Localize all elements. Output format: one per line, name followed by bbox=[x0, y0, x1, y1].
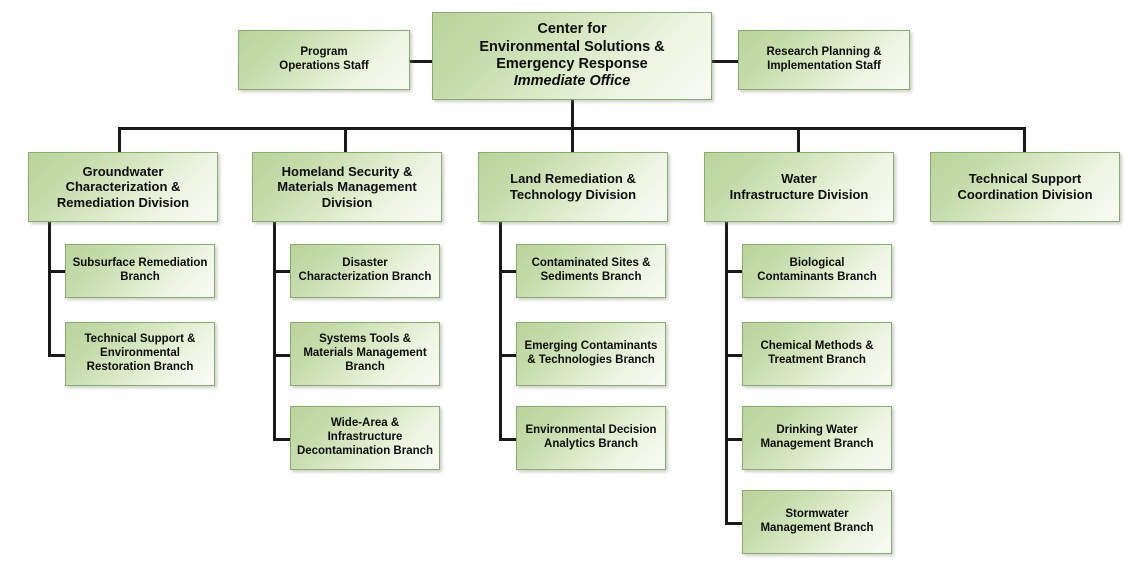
node-research-planning-implementation-staff[interactable]: Research Planning &Implementation Staff bbox=[738, 30, 910, 90]
connector-division-stem-4 bbox=[797, 127, 800, 153]
connector-division-stem-2 bbox=[344, 127, 347, 153]
node-label: Land Remediation &Technology Division bbox=[509, 171, 637, 202]
connector-rail-division-4 bbox=[725, 222, 728, 525]
root-subtitle: Immediate Office bbox=[513, 73, 631, 90]
node-branch-contaminated-sites-sediments[interactable]: Contaminated Sites &Sediments Branch bbox=[516, 244, 666, 298]
node-label: Chemical Methods &Treatment Branch bbox=[760, 340, 874, 366]
connector-stub-1-1 bbox=[48, 270, 66, 273]
node-branch-chemical-methods-treatment[interactable]: Chemical Methods &Treatment Branch bbox=[742, 322, 892, 386]
connector-division-stem-5 bbox=[1023, 127, 1026, 153]
root-title-line-1: Center for bbox=[537, 21, 607, 38]
node-division-land-remediation-technology[interactable]: Land Remediation &Technology Division bbox=[478, 152, 668, 222]
node-branch-emerging-contaminants-technologies[interactable]: Emerging Contaminants& Technologies Bran… bbox=[516, 322, 666, 386]
connector-stub-4-2 bbox=[725, 354, 743, 357]
connector-stub-1-2 bbox=[48, 354, 66, 357]
connector-stub-4-3 bbox=[725, 438, 743, 441]
connector-stub-2-2 bbox=[273, 354, 291, 357]
connector-stub-2-1 bbox=[273, 270, 291, 273]
node-center-immediate-office[interactable]: Center for Environmental Solutions & Eme… bbox=[432, 12, 712, 100]
connector-division-stem-3 bbox=[571, 127, 574, 153]
node-label: Contaminated Sites &Sediments Branch bbox=[531, 257, 651, 283]
connector-rail-division-1 bbox=[48, 222, 51, 357]
node-label: Center for Environmental Solutions & Eme… bbox=[433, 21, 711, 91]
connector-stub-2-3 bbox=[273, 438, 291, 441]
root-title-line-2: Environmental Solutions & bbox=[479, 38, 665, 55]
connector-stub-3-2 bbox=[499, 354, 517, 357]
connector-division-stem-1 bbox=[118, 127, 121, 153]
node-label: Research Planning &Implementation Staff bbox=[766, 46, 882, 72]
root-title-line-3: Emergency Response bbox=[496, 56, 648, 72]
node-label: Emerging Contaminants& Technologies Bran… bbox=[524, 340, 658, 366]
connector-stub-3-1 bbox=[499, 270, 517, 273]
connector-stub-4-1 bbox=[725, 270, 743, 273]
connector-stub-3-3 bbox=[499, 438, 517, 441]
connector-stub-4-4 bbox=[725, 522, 743, 525]
connector-staff-left bbox=[408, 60, 434, 63]
connector-staff-right bbox=[712, 60, 740, 63]
connector-rail-division-3 bbox=[499, 222, 502, 441]
connector-root-stem bbox=[571, 100, 574, 130]
connector-rail-division-2 bbox=[273, 222, 276, 441]
